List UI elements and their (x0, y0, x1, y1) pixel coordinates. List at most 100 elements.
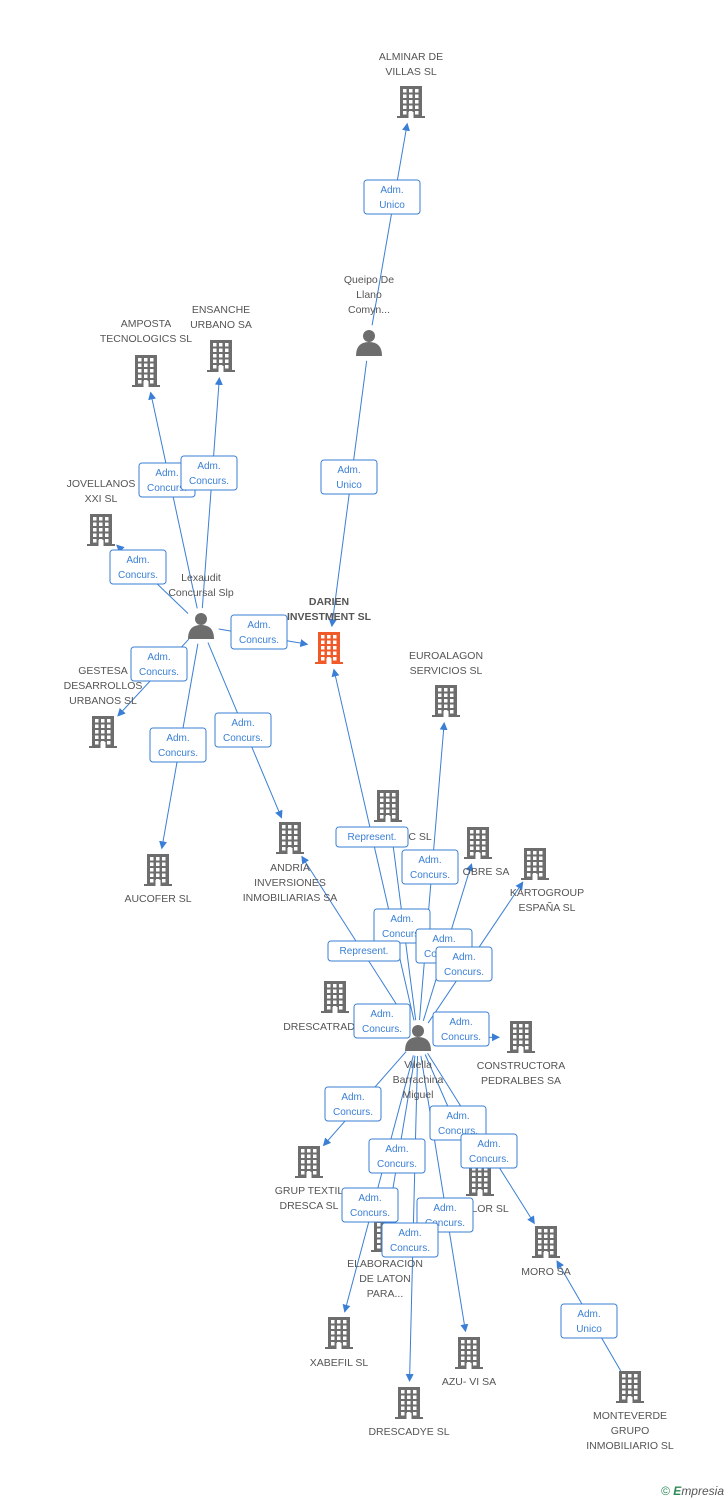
node-csl[interactable]: C SL (374, 790, 432, 843)
relation-label-text: Concurs. (350, 1208, 390, 1219)
node-label-csl: C SL (408, 831, 432, 843)
relation-label-vilella-to-elaboracion: Adm.Concurs. (460, 1133, 518, 1169)
node-label-euroalagon: SERVICIOS SL (410, 665, 483, 677)
relation-label-text: Adm. (433, 1203, 456, 1214)
relation-label-text: Adm. (446, 1111, 469, 1122)
relation-label-text: Adm. (166, 733, 189, 744)
relation-label-text: Adm. (380, 185, 403, 196)
relation-label-text: Unico (576, 1324, 602, 1335)
node-label-euroalagon: EUROALAGON (409, 650, 483, 662)
edge-vilella-to-drescadye (405, 1055, 419, 1383)
node-label-vilella: Miguel (403, 1089, 434, 1101)
node-label-cobre: OBRE SA (463, 866, 510, 878)
relation-label-text: Concurs. (444, 967, 484, 978)
relation-label-lexaudit-to-aucofer: Adm. Concurs. (149, 727, 207, 763)
node-label-monteverde: MONTEVERDE (593, 1410, 667, 1422)
node-pedralbes[interactable]: CONSTRUCTORA PEDRALBES SA (477, 1021, 565, 1087)
relation-label-vilella-to-pedralbes: Adm.Concurs. (432, 1011, 490, 1047)
node-label-queipo: Comyn... (348, 304, 390, 316)
node-label-alminar: VILLAS SL (385, 66, 437, 78)
node-label-azuvi: AZU- VI SA (442, 1376, 496, 1388)
node-label-queipo: Queipo De (344, 274, 394, 286)
relation-label-text: Concurs. (382, 929, 422, 940)
node-label-darien: INVESTMENT SL (287, 611, 372, 623)
node-label-drescatrad: DRESCATRAD (283, 1021, 355, 1033)
node-label-monteverde: GRUPO (611, 1425, 650, 1437)
edge-vilella-to-xabefil (342, 1055, 414, 1313)
relation-label-text: Adm. (577, 1309, 600, 1320)
relation-label-text: Concurs. (390, 1243, 430, 1254)
relation-label-text: Adm. (477, 1139, 500, 1150)
relation-label-text: Adm. (337, 465, 360, 476)
node-label-gruptextil: DRESCA SL (280, 1200, 339, 1212)
node-moro[interactable]: MORO SA (521, 1226, 571, 1278)
relation-label-text: Adm. (197, 461, 220, 472)
relation-label-text: Concurs. (139, 667, 179, 678)
node-label-kartogroup: ESPAÑA SL (518, 901, 575, 914)
relation-label-text: Adm. (126, 555, 149, 566)
relation-label-text: Concurs. (333, 1107, 373, 1118)
node-label-elaboracion: DE LATON (359, 1273, 411, 1285)
node-color[interactable]: OLOR SL (463, 1164, 509, 1215)
relation-label-lexaudit-to-ensanche: Adm. Concurs. (180, 455, 238, 491)
node-ensanche[interactable]: ENSANCHE URBANO SA (190, 304, 252, 372)
node-label-andria: INVERSIONES (254, 877, 326, 889)
relation-label-text: Adm. (449, 1017, 472, 1028)
relation-label-text: Adm. (247, 620, 270, 631)
vilella-person-icon (412, 1025, 424, 1037)
node-label-lexaudit: Concursal Slp (168, 587, 234, 599)
relation-label-text: Adm. (231, 718, 254, 729)
node-label-amposta: AMPOSTA (121, 318, 172, 330)
node-xabefil[interactable]: XABEFIL SL (310, 1317, 369, 1369)
node-label-gruptextil: GRUP TEXTIL (275, 1185, 344, 1197)
node-label-ensanche: ENSANCHE (192, 304, 250, 316)
node-label-kartogroup: KARTOGROUP (510, 887, 584, 899)
edge-lexaudit-to-amposta (148, 391, 198, 609)
node-kartogroup[interactable]: KARTOGROUP ESPAÑA SL (510, 848, 584, 914)
node-label-pedralbes: CONSTRUCTORA (477, 1060, 565, 1072)
relation-labels-layer: Adm.UnicoAdm.UnicoAdm.Concurs.Adm.Concur… (109, 179, 618, 1339)
relation-label-text: Concurs. (223, 733, 263, 744)
edge-vilella-to-azuvi (420, 1055, 469, 1333)
node-label-ensanche: URBANO SA (190, 319, 252, 331)
relation-label-text: Adm. (432, 934, 455, 945)
relation-label-text: Adm. (390, 914, 413, 925)
node-cobre[interactable]: OBRE SA (463, 827, 510, 878)
node-drescadye[interactable]: DRESCADYE SL (368, 1387, 450, 1438)
relation-label-vilella-to-xabefil: Adm.Concurs. (341, 1187, 399, 1223)
relation-label-lexaudit-to-gestesa: Adm.Concurs. (130, 646, 188, 682)
node-label-pedralbes: PEDRALBES SA (481, 1075, 561, 1087)
node-queipo[interactable]: Queipo DeLlanoComyn... (344, 274, 394, 356)
brand-logo: Empresia (673, 1484, 724, 1498)
node-azuvi[interactable]: AZU- VI SA (442, 1337, 496, 1388)
relation-label-text: Adm. (155, 468, 178, 479)
edge-queipo-to-alminar (371, 122, 410, 326)
relation-label-text: Adm. (385, 1144, 408, 1155)
relation-label-text: Concurs. (147, 483, 187, 494)
node-drescatrad[interactable]: DRESCATRAD (283, 981, 355, 1033)
node-gruptextil[interactable]: GRUP TEXTIL DRESCA SL (275, 1146, 344, 1212)
relation-label-vilella-to-darien: Represent. (335, 826, 409, 848)
node-label-vilella: Barrachina (393, 1074, 444, 1086)
relation-label-text: Concurs. (189, 476, 229, 487)
relation-label-text: Unico (379, 200, 405, 211)
node-label-xabefil: XABEFIL SL (310, 1357, 369, 1369)
relation-label-lexaudit-to-andria: Adm. Concurs. (214, 712, 272, 748)
queipo-person-icon (363, 330, 375, 342)
relation-label-queipo-to-alminar: Adm. Unico (363, 179, 421, 215)
node-aucofer[interactable]: AUCOFER SL (124, 854, 192, 905)
relation-label-text: Unico (336, 480, 362, 491)
relation-label-lexaudit-to-jovellanos: Adm.Concurs. (109, 549, 167, 585)
node-euroalagon[interactable]: EUROALAGON SERVICIOS SL (409, 650, 483, 717)
relation-label-text: Concurs. (158, 748, 198, 759)
